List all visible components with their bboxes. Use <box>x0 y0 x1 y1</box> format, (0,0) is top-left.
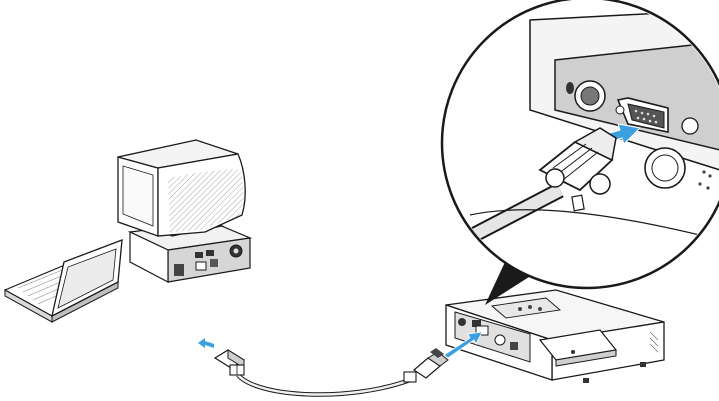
vga-cable-icon <box>215 348 448 395</box>
laptop-icon <box>5 240 122 322</box>
crt-monitor-icon <box>118 140 245 236</box>
to-computer-arrow-icon <box>198 338 214 348</box>
magnified-port-callout-icon <box>442 0 719 305</box>
